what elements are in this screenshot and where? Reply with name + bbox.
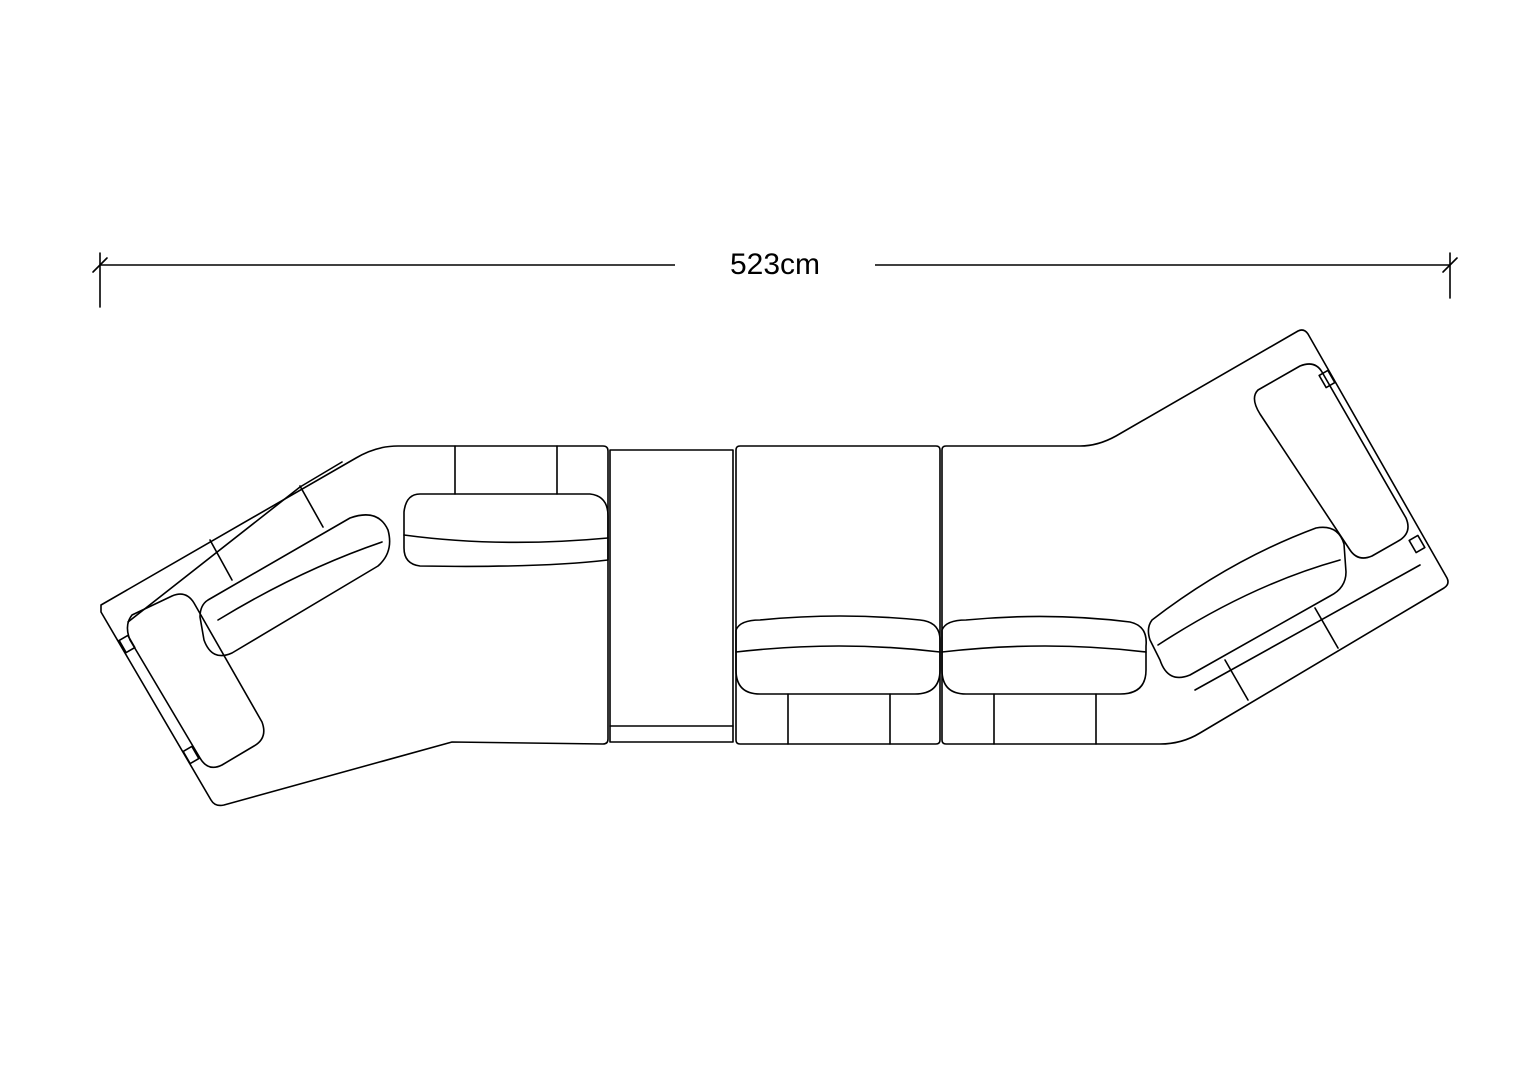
- back-divider: [1224, 659, 1249, 701]
- seat-cushion: [403, 493, 609, 568]
- middle-connector-module: [609, 449, 734, 743]
- arm-pillow: [126, 593, 265, 769]
- overall-width-text: 523cm: [727, 248, 823, 281]
- seat-cushion: [941, 615, 1147, 695]
- center-seat-module: [735, 445, 941, 745]
- seat-cushion: [199, 514, 391, 657]
- back-divider: [209, 539, 233, 581]
- left-angled-module: [100, 445, 609, 807]
- seat-cushion: [735, 615, 941, 695]
- right-angled-module: [941, 329, 1449, 745]
- back-divider: [299, 485, 324, 528]
- arm-pillow: [1253, 363, 1409, 559]
- seat-cushion: [1147, 526, 1347, 679]
- overall-width-label: 523cm: [675, 247, 875, 283]
- back-divider: [1314, 607, 1339, 649]
